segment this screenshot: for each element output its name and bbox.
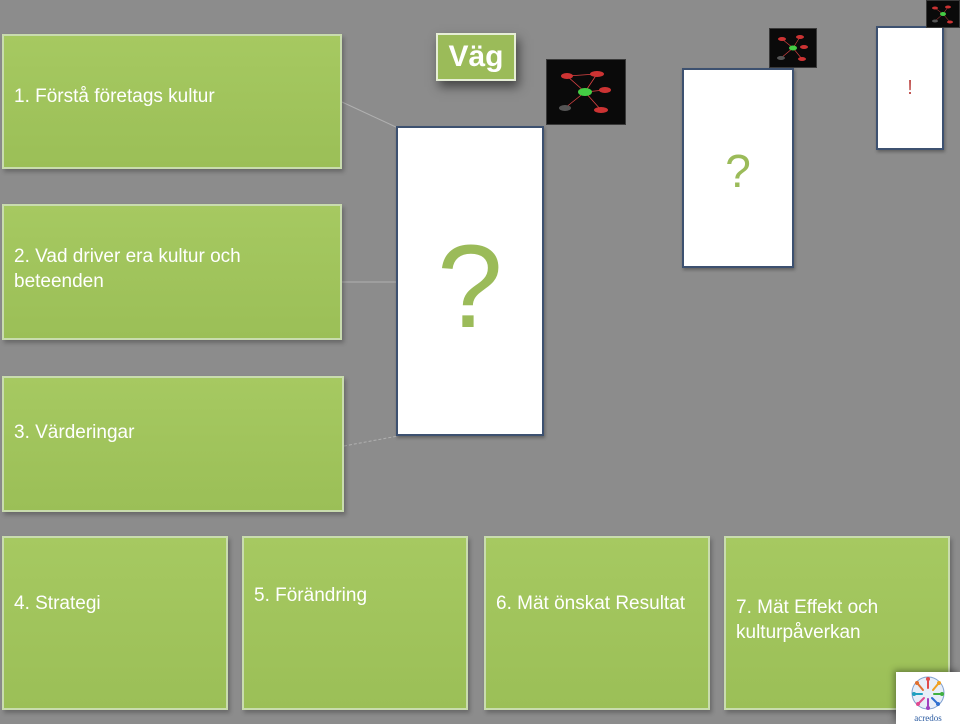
- step-1-label: 1. Förstå företags kultur: [14, 86, 215, 107]
- step-4-box: 4. Strategi: [2, 536, 228, 710]
- globe-people-icon: [911, 676, 945, 710]
- step-2-box: 2. Vad driver era kultur och beteenden: [2, 204, 342, 340]
- step-2-label-line-1: 2. Vad driver era kultur och: [14, 246, 241, 267]
- connector-1: [341, 101, 399, 129]
- step-3-label: 3. Värderingar: [14, 422, 135, 443]
- connector-3: [343, 435, 399, 447]
- logo-text: acredos: [914, 713, 942, 723]
- step-3-box: 3. Värderingar: [2, 376, 344, 512]
- step-4-label: 4. Strategi: [14, 593, 101, 614]
- step-7-label-line-1: 7. Mät Effekt och: [736, 597, 879, 618]
- network-diagram-thumbnail-large: [546, 59, 626, 125]
- medium-question-card: ?: [682, 68, 794, 268]
- small-exclamation-mark: !: [907, 77, 913, 99]
- step-5-box: 5. Förändring: [242, 536, 468, 710]
- vag-label: Väg: [436, 33, 516, 81]
- step-5-label: 5. Förändring: [254, 585, 368, 606]
- network-diagram-thumbnail-medium: [769, 28, 817, 68]
- network-diagram-thumbnail-small: [926, 0, 960, 28]
- acredos-logo: acredos: [896, 672, 960, 724]
- step-6-box: 6. Mät önskat Resultat: [484, 536, 710, 710]
- network-icon: [777, 35, 808, 61]
- small-exclamation-card: !: [876, 26, 944, 150]
- step-2-label-line-2: beteenden: [14, 271, 104, 292]
- medium-question-mark: ?: [725, 145, 751, 197]
- step-1-box: 1. Förstå företags kultur: [2, 34, 342, 169]
- network-icon: [932, 5, 953, 24]
- large-question-card: ?: [396, 126, 544, 436]
- step-6-label: 6. Mät önskat Resultat: [496, 593, 686, 614]
- step-7-label-line-2: kulturpåverkan: [736, 622, 861, 643]
- network-icon: [559, 71, 611, 113]
- large-question-mark: ?: [437, 221, 503, 353]
